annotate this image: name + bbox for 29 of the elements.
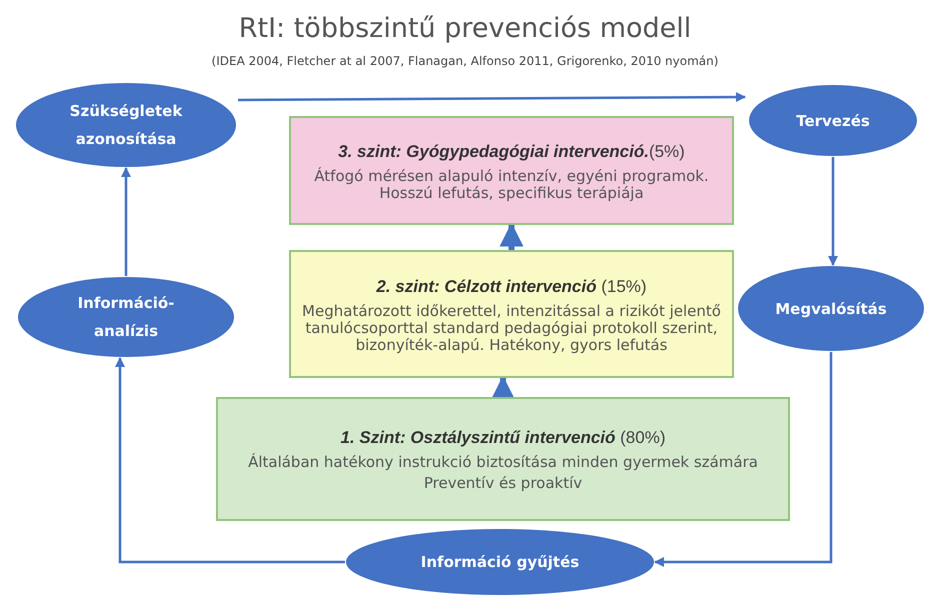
process-ellipse bbox=[17, 276, 235, 358]
process-ellipse bbox=[748, 84, 918, 157]
level-heading: 3. szint: Gyógypedagógiai intervenció.(5%) bbox=[338, 140, 685, 162]
process-ellipse bbox=[737, 265, 925, 352]
arrow bbox=[115, 357, 345, 564]
node-label: Információ- analízis bbox=[76, 293, 176, 342]
level-heading: 1. Szint: Osztályszintű intervenció (80%) bbox=[340, 427, 666, 449]
arrow bbox=[491, 376, 515, 400]
arrow bbox=[121, 167, 131, 276]
node-label: Szükségletek azonosítása bbox=[68, 101, 184, 150]
arrow bbox=[500, 222, 524, 250]
process-ellipse bbox=[345, 528, 655, 596]
level-heading: 2. szint: Célzott intervenció (15%) bbox=[376, 276, 647, 298]
level-description: Átfogó mérésen alapuló intenzív, egyéni programok. Hosszú lefutás, specifikus terápiája bbox=[313, 168, 710, 202]
level-description: Preventív és proaktív bbox=[424, 475, 582, 492]
level-box bbox=[289, 250, 734, 378]
arrow bbox=[828, 157, 838, 266]
level-box bbox=[289, 116, 734, 225]
source-caption: (IDEA 2004, Fletcher at al 2007, Flanagan, Alfonso 2011, Grigorenko, 2010 nyomán) bbox=[212, 53, 718, 70]
arrow bbox=[654, 352, 832, 567]
level-box bbox=[216, 397, 790, 521]
level-description: Általában hatékony instrukció biztosítása minden gyermek számára bbox=[248, 454, 758, 471]
level-description: Meghatározott időkerettel, intenzitással a rizikót jelentő tanulócsoporttal standard pedagógiai protokoll szerint, bizonyíték-alapú. Hatékony, gyors lefutás bbox=[301, 302, 722, 354]
arrow bbox=[238, 92, 746, 102]
node-label: Megvalósítás bbox=[774, 298, 888, 320]
node-label: Információ gyűjtés bbox=[420, 552, 580, 573]
process-ellipse bbox=[15, 82, 237, 168]
diagram-title: RtI: többszintű prevenciós modell bbox=[238, 12, 692, 46]
node-label: Tervezés bbox=[795, 110, 871, 132]
